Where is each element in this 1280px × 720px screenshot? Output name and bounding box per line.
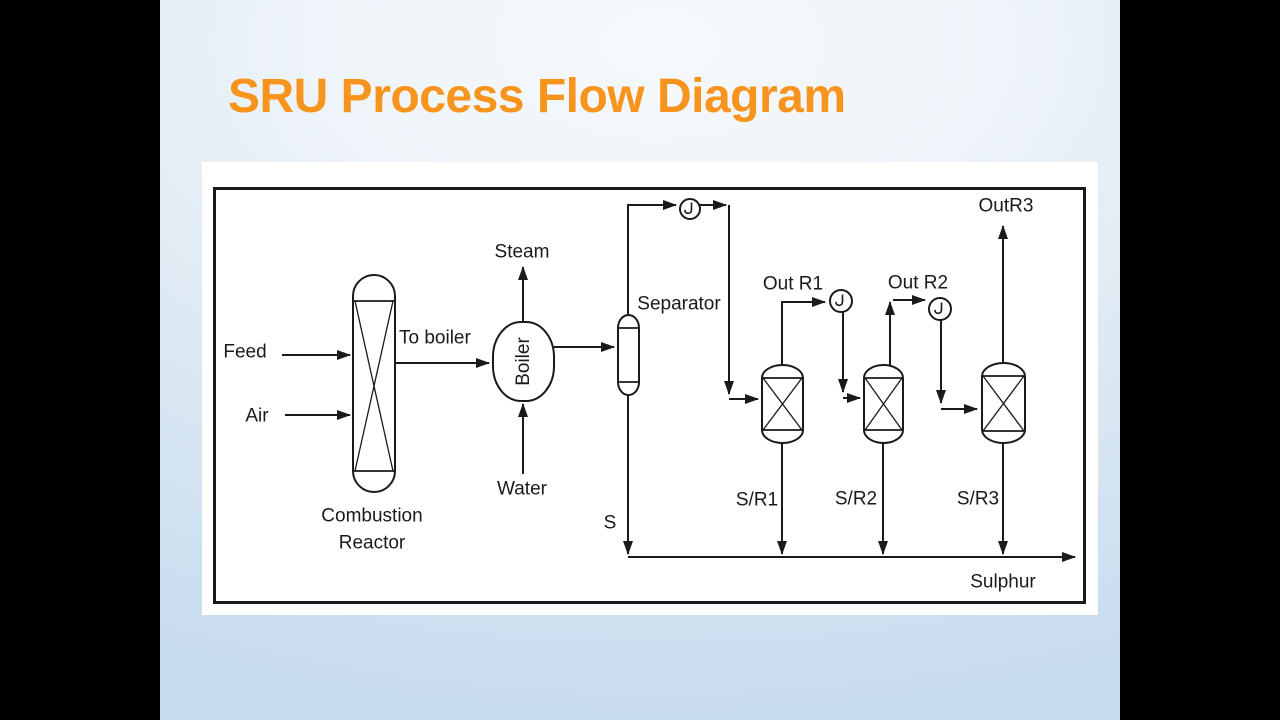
- slide-title: SRU Process Flow Diagram: [228, 70, 846, 123]
- process-flow-diagram-panel: Boiler: [202, 162, 1098, 615]
- process-flow-diagram: Boiler: [213, 187, 1086, 604]
- air-label: Air: [245, 406, 269, 427]
- sr2-vessel: [863, 364, 904, 444]
- sr3-label: S/R3: [957, 489, 999, 510]
- sulphur-label: Sulphur: [970, 572, 1036, 593]
- sr1-outlet-line: [781, 297, 826, 365]
- sr2-label: S/R2: [835, 489, 877, 510]
- separator-label: Separator: [637, 294, 721, 315]
- diagram-border: [213, 187, 1086, 604]
- out-r3-label: OutR3: [979, 196, 1034, 217]
- sr1-label: S/R1: [736, 490, 778, 511]
- exchanger-2-icon: [829, 289, 853, 313]
- combustion-reactor-label-line2: Reactor: [339, 533, 406, 554]
- to-boiler-label: To boiler: [399, 328, 471, 349]
- steam-label: Steam: [495, 242, 550, 263]
- boiler-label: Boiler: [513, 337, 534, 386]
- combustion-reactor-vessel: [352, 274, 396, 493]
- exchanger-3-icon: [928, 297, 952, 321]
- boiler-vessel: Boiler: [492, 321, 555, 402]
- separator-vessel: [617, 314, 640, 396]
- combustion-reactor-label-line1: Combustion: [321, 506, 422, 527]
- out-r2-label: Out R2: [888, 273, 948, 294]
- presentation-slide: SRU Process Flow Diagram: [160, 0, 1120, 720]
- sr1-vessel: [761, 364, 804, 444]
- separator-bottoms-label: S: [604, 513, 617, 534]
- exchanger-1-icon: [679, 198, 701, 220]
- out-r1-label: Out R1: [763, 274, 823, 295]
- water-label: Water: [497, 479, 548, 500]
- feed-label: Feed: [223, 342, 266, 363]
- separator-overhead-line: [627, 200, 677, 314]
- sr3-vessel: [981, 362, 1026, 444]
